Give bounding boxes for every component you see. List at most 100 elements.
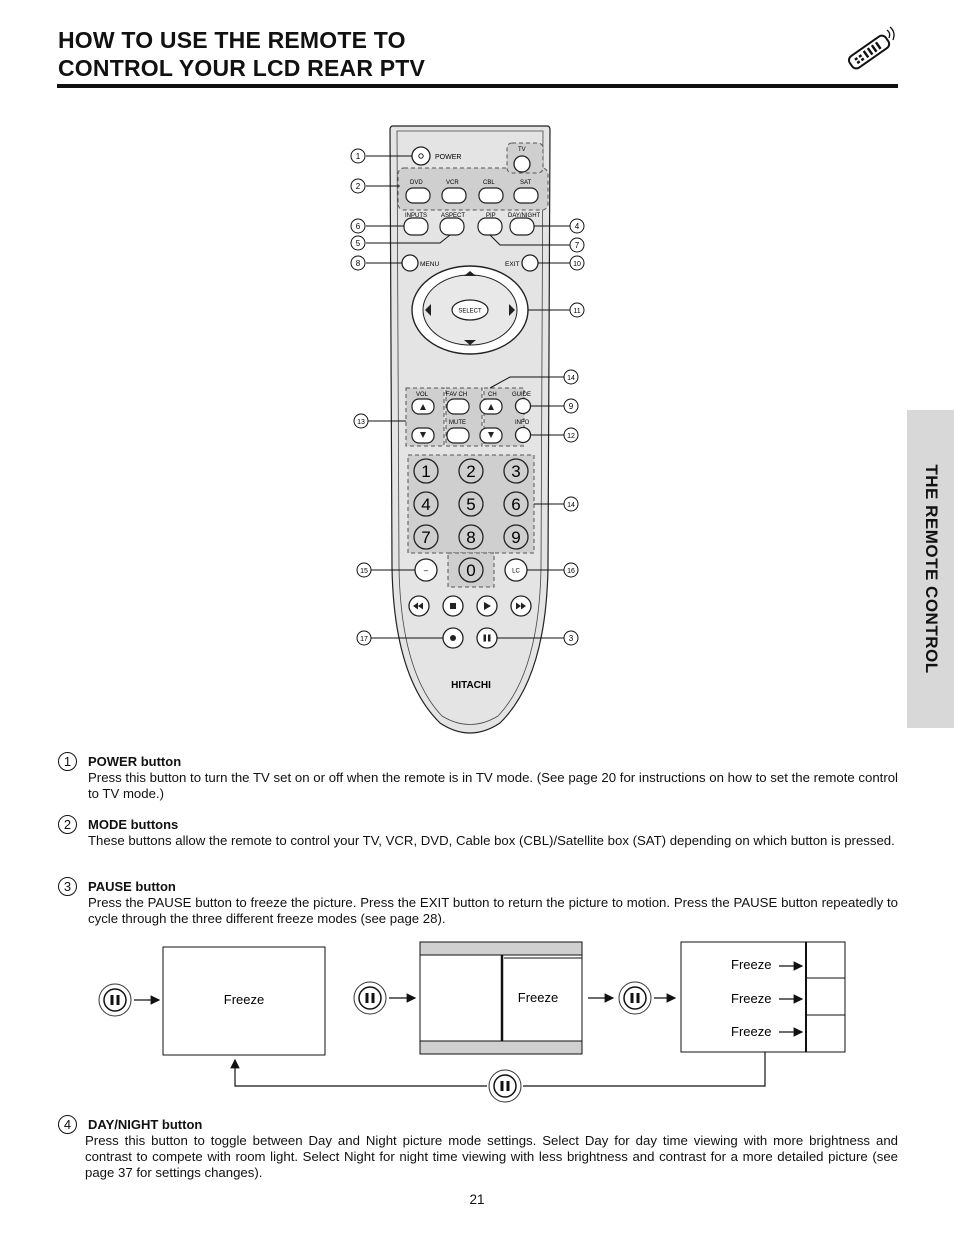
digit-0: 0 [466,561,475,580]
freeze-label-1: Freeze [224,992,264,1007]
aspect-button[interactable] [439,217,465,236]
callout-6: 6 [356,222,361,231]
callout-11: 11 [573,308,580,315]
tv-button[interactable] [513,155,531,173]
sat-button[interactable] [513,187,539,204]
freeze-label-3c: Freeze [731,1024,771,1039]
cbl-button[interactable] [478,187,504,204]
mute-button[interactable] [446,427,470,444]
callout-5: 5 [356,239,361,248]
callout-14a: 14 [567,375,575,382]
callout-3: 3 [569,634,574,643]
pause-icon [488,1069,522,1103]
item-number: 3 [58,877,77,896]
vcr-label: VCR [446,180,459,186]
callout-9: 9 [569,402,574,411]
item-body: Press this button to toggle between Day … [85,1133,898,1180]
remote-diagram: POWER TV DVD VCR CBL SAT INPUTS ASPECT P… [350,125,585,734]
mute-label: MUTE [449,420,466,426]
day-night-label: DAY/NIGHT [508,213,541,219]
exit-button[interactable] [521,254,539,272]
callout-10: 10 [573,261,581,268]
guide-label: GUIDE [512,392,531,398]
dvd-label: DVD [410,180,423,186]
power-button[interactable] [411,146,431,166]
digit-6: 6 [511,495,520,514]
pip-button[interactable] [477,217,503,236]
item-number: 1 [58,752,77,771]
callout-15: 15 [360,568,368,575]
up-arrow-icon[interactable] [464,271,476,276]
left-arrow-icon[interactable] [425,304,431,316]
right-arrow-icon[interactable] [509,304,515,316]
page-title: HOW TO USE THE REMOTE TO CONTROL YOUR LC… [58,26,425,82]
pause-icon [98,983,132,1017]
callout-14b: 14 [567,502,575,509]
lc-label: LC [512,569,520,575]
guide-button[interactable] [514,397,532,415]
digit-9: 9 [511,528,520,547]
callout-16: 16 [567,568,575,575]
ch-label: CH [488,392,497,398]
side-tab-label: THE REMOTE CONTROL [921,464,941,674]
power-label: POWER [435,154,461,161]
callout-8: 8 [356,259,361,268]
fav-ch-button[interactable] [446,398,470,415]
freeze-label-2: Freeze [518,990,558,1005]
side-tab: THE REMOTE CONTROL [907,410,954,728]
select-label: SELECT [458,309,482,315]
callout-7: 7 [575,241,580,250]
menu-button[interactable] [401,254,419,272]
cbl-label: CBL [483,180,495,186]
down-arrow-icon[interactable] [464,340,476,345]
callout-4: 4 [575,222,580,231]
item-number: 4 [58,1115,77,1134]
info-button[interactable] [514,426,532,444]
item-heading: POWER button [88,754,182,769]
digit-5: 5 [466,495,475,514]
item-number: 2 [58,815,77,834]
item-day-night: 4 DAY/NIGHT button Press this button to … [58,1115,898,1187]
day-night-button[interactable] [509,217,535,236]
dvd-button[interactable] [405,187,431,204]
mode-group-outline [397,167,549,211]
inputs-label: INPUTS [405,213,427,219]
info-label: INFO [515,420,530,426]
brand-logo: HITACHI [451,680,491,691]
freeze-label-3b: Freeze [731,991,771,1006]
fav-ch-label: FAV CH [446,392,467,398]
title-line-1: HOW TO USE THE REMOTE TO [58,27,406,53]
vcr-button[interactable] [441,187,467,204]
dash-label: – [424,566,429,575]
tv-label: TV [518,147,526,153]
freeze-screen-1 [162,946,326,1056]
item-body: Press the PAUSE button to freeze the pic… [88,895,898,926]
inputs-button[interactable] [403,217,429,236]
callout-1: 1 [356,152,361,161]
digit-8: 8 [466,528,475,547]
page-number: 21 [469,1192,485,1207]
digit-1: 1 [421,462,430,481]
digit-2: 2 [466,462,475,481]
callout-13: 13 [357,419,365,426]
exit-label: EXIT [505,261,519,268]
sat-label: SAT [520,180,532,186]
item-body: These buttons allow the remote to contro… [88,833,895,848]
item-heading: DAY/NIGHT button [88,1117,203,1132]
freeze-label-3a: Freeze [731,957,771,972]
item-body: Press this button to turn the TV set on … [88,770,898,801]
item-heading: MODE buttons [88,817,179,832]
digit-3: 3 [511,462,520,481]
pip-label: PIP [486,213,496,219]
select-button[interactable] [451,299,489,321]
item-heading: PAUSE button [88,879,176,894]
menu-label: MENU [420,261,439,268]
pause-icon [353,981,387,1015]
aspect-label: ASPECT [441,213,465,219]
item-pause: 3 PAUSE button Press the PAUSE button to… [58,877,898,929]
pause-icon [618,981,652,1015]
pause-button[interactable] [476,627,498,649]
digit-buttons[interactable] [413,458,529,583]
freeze-screen-3 [680,941,846,1053]
digit-4: 4 [421,495,430,514]
